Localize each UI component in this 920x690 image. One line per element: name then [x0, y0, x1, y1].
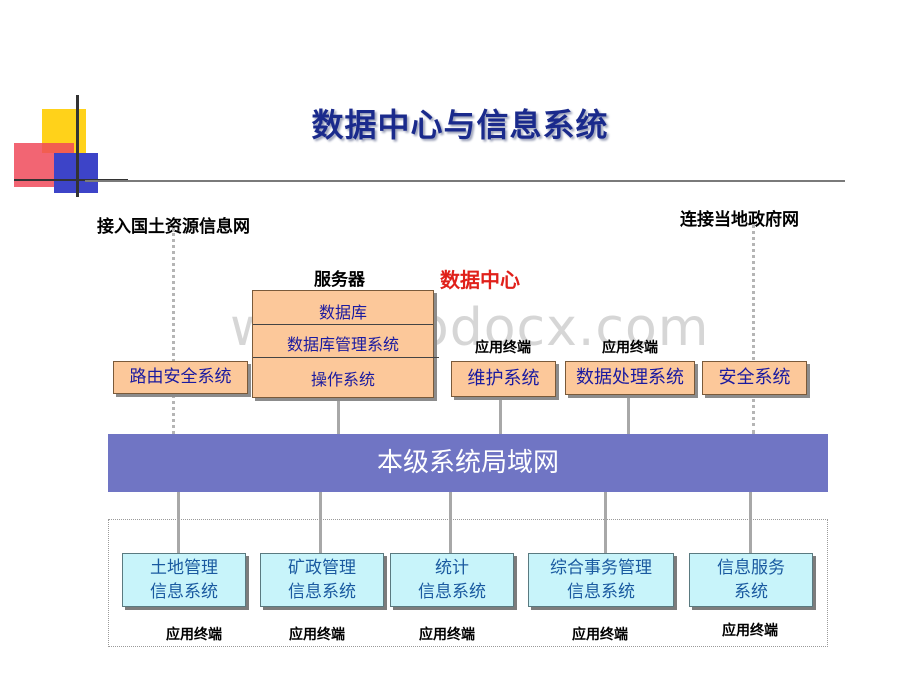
server-label: 服务器: [314, 270, 365, 290]
system-line-2: 信息系统: [150, 582, 218, 602]
page-title: 数据中心与信息系统: [311, 106, 609, 144]
connector-mining: [319, 492, 322, 553]
terminal-label-statistics: 应用终端: [419, 627, 475, 643]
local-area-network-bar: 本级系统局域网: [108, 434, 828, 492]
routing-security-box: 路由安全系统: [113, 361, 248, 394]
connector-admin: [604, 492, 607, 553]
application-systems-region: [108, 519, 828, 647]
mining-management-system: 矿政管理 信息系统: [260, 553, 384, 607]
terminal-label-admin: 应用终端: [572, 627, 628, 643]
server-separator-2: [253, 357, 439, 358]
system-line-2: 系统: [734, 582, 768, 602]
information-service-system: 信息服务 系统: [689, 553, 813, 607]
system-line-1: 矿政管理: [288, 558, 356, 578]
server-row-database: 数据库: [318, 303, 367, 322]
security-box: 安全系统: [702, 361, 807, 395]
terminal-label-top-1: 应用终端: [475, 340, 531, 356]
system-line-1: 综合事务管理: [550, 558, 652, 578]
logo-decoration: [0, 95, 130, 205]
general-affairs-system: 综合事务管理 信息系统: [528, 553, 674, 607]
system-line-1: 信息服务: [717, 558, 785, 578]
logo-vertical-bar: [76, 95, 79, 197]
system-line-2: 信息系统: [567, 582, 635, 602]
server-stack: 数据库 数据库管理系统 操作系统: [252, 290, 439, 398]
external-link-left: [172, 228, 175, 434]
system-line-2: 信息系统: [288, 582, 356, 602]
terminal-label-mining: 应用终端: [289, 627, 345, 643]
logo-horizontal-bar: [14, 179, 128, 181]
system-line-1: 土地管理: [150, 558, 218, 578]
connector-statistics: [449, 492, 452, 553]
connector-data-processing: [627, 395, 630, 434]
server-row-dbms: 数据库管理系统: [286, 335, 399, 354]
external-link-right: [752, 224, 755, 434]
access-land-network-label: 接入国土资源信息网: [97, 217, 250, 237]
maintenance-box: 维护系统: [451, 361, 556, 397]
connector-info-service: [749, 492, 752, 553]
data-processing-box: 数据处理系统: [565, 361, 695, 395]
land-management-system: 土地管理 信息系统: [122, 553, 246, 607]
statistics-system: 统计 信息系统: [390, 553, 514, 607]
connector-server: [337, 398, 340, 434]
server-separator-1: [253, 324, 433, 325]
terminal-label-land: 应用终端: [166, 627, 222, 643]
connect-gov-network-label: 连接当地政府网: [680, 210, 799, 230]
server-row-os: 操作系统: [310, 370, 375, 389]
system-line-2: 信息系统: [418, 582, 486, 602]
data-center-label: 数据中心: [440, 268, 520, 292]
terminal-label-top-2: 应用终端: [602, 340, 658, 356]
terminal-label-info-service: 应用终端: [722, 623, 778, 639]
connector-land: [177, 492, 180, 553]
connector-maintenance: [499, 397, 502, 434]
system-line-1: 统计: [435, 558, 469, 578]
title-divider: [85, 180, 845, 182]
